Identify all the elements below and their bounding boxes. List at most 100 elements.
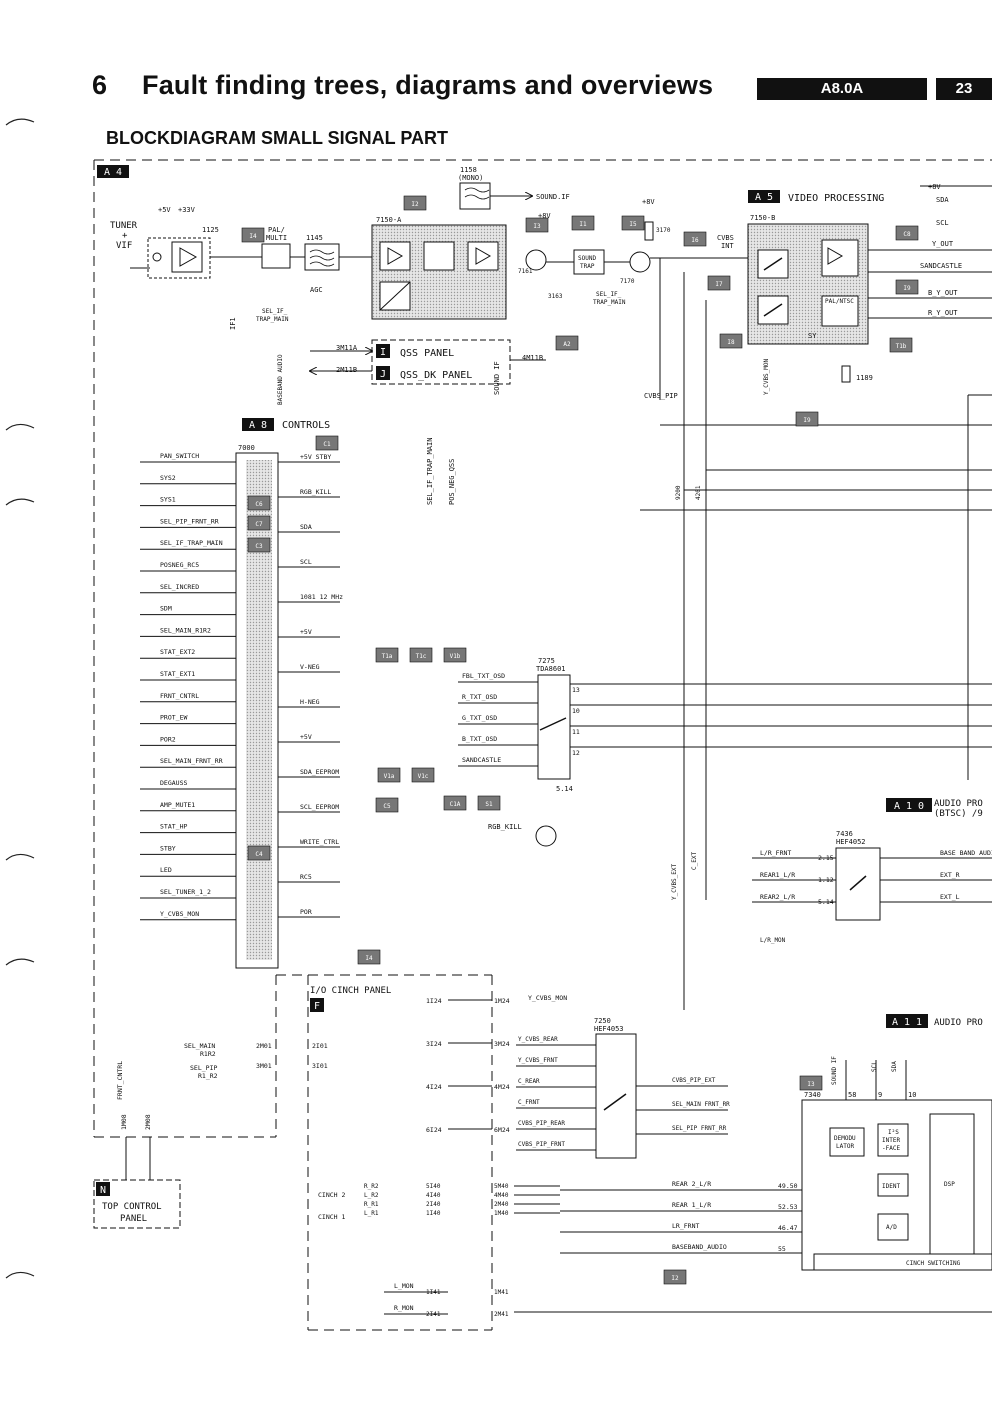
svg-text:HEF4053: HEF4053 <box>594 1025 624 1033</box>
control-signal-label: FRNT_CNTRL <box>160 692 199 700</box>
svg-text:V1a: V1a <box>384 773 395 780</box>
cinch-sw-output: CVBS_PIP_EXT <box>672 1077 716 1084</box>
cinch-conn-m: 1M24 <box>494 997 510 1005</box>
svg-text:Y_CVBS_MON: Y_CVBS_MON <box>763 358 770 395</box>
cinch-signal-i: 2I40 <box>426 1201 441 1208</box>
test-point-tag: I8 <box>719 333 743 349</box>
svg-text:B_Y_OUT: B_Y_OUT <box>928 289 958 297</box>
svg-text:SOUND IF: SOUND IF <box>493 361 501 395</box>
test-point-tag: C7 <box>247 515 271 531</box>
a10-input-label: REAR2_L/R <box>760 893 795 901</box>
svg-text:I2: I2 <box>671 1275 679 1282</box>
control-signal-label: STAT_HP <box>160 823 187 831</box>
svg-text:C7: C7 <box>255 521 263 528</box>
panel-a5-video-processing: A 5 VIDEO PROCESSING 7150-B PAL/NTSC SY … <box>640 183 992 1010</box>
svg-text:SY: SY <box>808 332 817 340</box>
control-signal-label: SYS1 <box>160 496 176 504</box>
svg-text:INTER: INTER <box>882 1137 900 1144</box>
control-right-label: RGB_KILL <box>300 488 331 496</box>
svg-text:I3: I3 <box>533 223 541 230</box>
test-point-tag: C6 <box>247 495 271 511</box>
svg-text:C8: C8 <box>903 231 911 238</box>
svg-text:QSS_DK PANEL: QSS_DK PANEL <box>400 370 472 381</box>
control-right-label: +5V <box>300 628 312 636</box>
test-point-tag: V1a <box>377 767 401 783</box>
svg-text:C3: C3 <box>255 543 263 550</box>
osd-input-label: FBL_TXT_OSD <box>462 672 505 680</box>
svg-text:SOUND.IF: SOUND.IF <box>536 193 570 201</box>
test-point-tag: I2 <box>403 195 427 211</box>
panel-a4: A 4 <box>97 165 129 178</box>
control-signal-label: POR2 <box>160 735 176 743</box>
svg-text:POS_NEG_QSS: POS_NEG_QSS <box>448 459 456 505</box>
diagram-subtitle: BLOCKDIAGRAM SMALL SIGNAL PART <box>106 128 448 148</box>
test-point-tag: C8 <box>895 225 919 241</box>
svg-text:V1b: V1b <box>450 653 461 660</box>
svg-text:7275: 7275 <box>538 657 555 665</box>
controls-left-signals: PAN_SWITCHSYS2SYS1SEL_PIP_FRNT_RRSEL_IF_… <box>140 452 236 921</box>
test-point-tag: I4 <box>241 227 265 243</box>
svg-text:I1: I1 <box>579 221 587 228</box>
cinch-conn-i: 4I24 <box>426 1083 442 1091</box>
svg-text:CINCH 2: CINCH 2 <box>318 1191 345 1199</box>
section-title: Fault finding trees, diagrams and overvi… <box>142 70 714 100</box>
svg-text:AUDIO PRO: AUDIO PRO <box>934 799 983 809</box>
svg-text:I²S: I²S <box>888 1129 899 1136</box>
osd-output-pin: 13 <box>572 686 580 694</box>
svg-text:A 1 1: A 1 1 <box>892 1017 922 1028</box>
svg-text:PANEL: PANEL <box>120 1214 147 1224</box>
a11-line-pin: 46.47 <box>778 1224 798 1232</box>
svg-text:CVBS_PIP: CVBS_PIP <box>644 392 678 400</box>
svg-text:C5: C5 <box>383 803 391 810</box>
svg-text:DSP: DSP <box>944 1181 955 1188</box>
svg-text:AGC: AGC <box>310 286 323 294</box>
svg-text:1189: 1189 <box>856 374 873 382</box>
svg-text:TUNER: TUNER <box>110 221 138 231</box>
svg-text:MULTI: MULTI <box>266 234 287 242</box>
svg-text:Y_CVBS_MON: Y_CVBS_MON <box>528 994 567 1002</box>
svg-text:9200: 9200 <box>675 485 682 500</box>
control-signal-label: SYS2 <box>160 474 176 482</box>
control-signal-label: AMP_MUTE1 <box>160 801 195 809</box>
cinch-signal-m: 4M40 <box>494 1192 509 1199</box>
a11-line-label: REAR 2_L/R <box>672 1180 711 1188</box>
test-point-tag: C1A <box>443 795 467 811</box>
cinch-mon-m: 2M41 <box>494 1311 509 1318</box>
control-signal-label: SEL_IF_TRAP_MAIN <box>160 539 223 547</box>
svg-text:T1b: T1b <box>896 343 907 350</box>
svg-text:I9: I9 <box>903 285 911 292</box>
svg-text:S1: S1 <box>485 801 493 808</box>
control-signal-label: DEGAUSS <box>160 779 187 787</box>
svg-text:7000: 7000 <box>238 444 255 452</box>
svg-text:C_EXT: C_EXT <box>691 852 698 870</box>
cinch-signal-i: 4I40 <box>426 1192 441 1199</box>
svg-text:+33V: +33V <box>178 206 196 214</box>
svg-text:3M11A: 3M11A <box>336 344 358 352</box>
svg-text:AUDIO PRO: AUDIO PRO <box>934 1018 983 1028</box>
cinch-signal-m: 2M40 <box>494 1201 509 1208</box>
a10-output-label: EXT_R <box>940 871 960 879</box>
svg-text:R1_R2: R1_R2 <box>198 1072 218 1080</box>
test-point-tag: T1b <box>889 337 913 353</box>
cinch-sw-input: Y_CVBS_REAR <box>518 1036 558 1043</box>
svg-text:VIDEO PROCESSING: VIDEO PROCESSING <box>788 193 884 204</box>
svg-text:HEF4052: HEF4052 <box>836 838 866 846</box>
control-right-label: SCL_EEPROM <box>300 803 339 811</box>
test-point-tag: S1 <box>477 795 501 811</box>
svg-text:4M11B: 4M11B <box>522 354 543 362</box>
svg-text:2M01: 2M01 <box>256 1042 272 1050</box>
cinch-mon-label: R_MON <box>394 1304 414 1312</box>
svg-text:IF1: IF1 <box>229 317 237 330</box>
osd-switch-7275: 7275 TDA8601 5.14 RGB_KILL Y_CVBS_EXT C_… <box>488 657 698 900</box>
svg-text:SCL: SCL <box>871 1061 878 1072</box>
svg-text:BASEBAND AUDIO: BASEBAND AUDIO <box>277 354 284 405</box>
cinch-signal-label: R_R1 <box>364 1201 379 1208</box>
svg-text:QSS PANEL: QSS PANEL <box>400 348 454 359</box>
osd-input-label: G_TXT_OSD <box>462 714 497 722</box>
svg-text:SEL_IF_TRAP_MAIN: SEL_IF_TRAP_MAIN <box>426 438 434 505</box>
control-right-label: 1081 12 MHz <box>300 593 343 601</box>
control-signal-label: LED <box>160 866 172 874</box>
svg-text:CONTROLS: CONTROLS <box>282 420 330 431</box>
